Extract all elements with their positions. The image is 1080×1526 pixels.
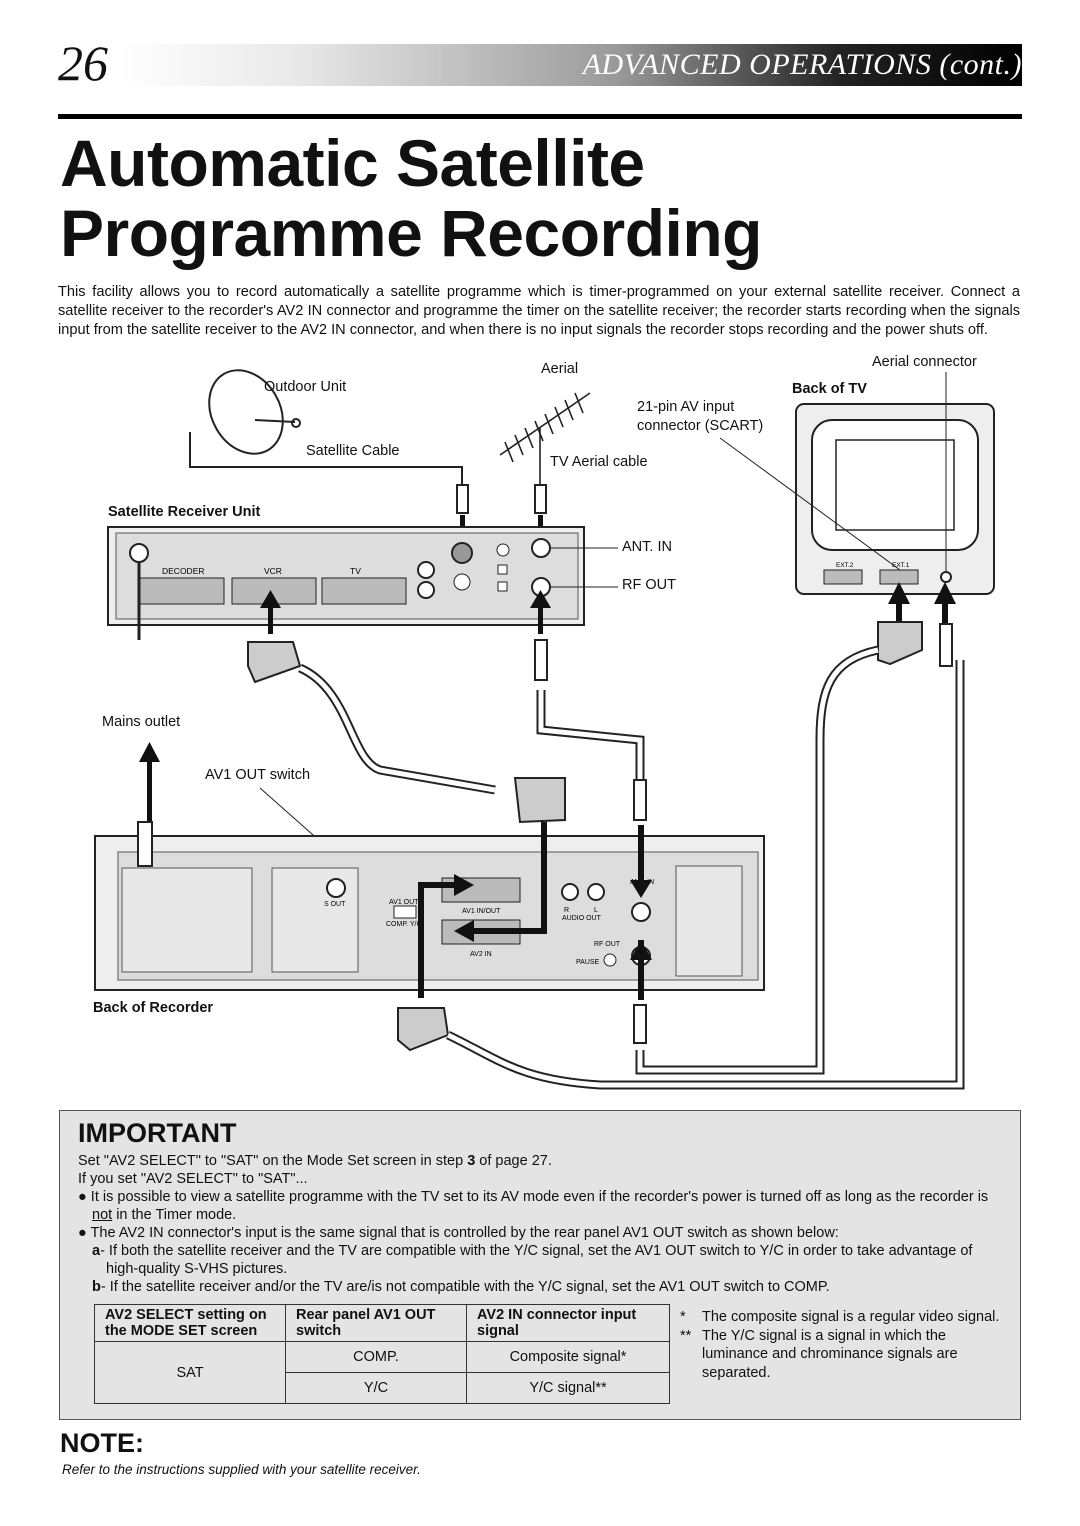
bullet1-a: It is possible to view a satellite progr… bbox=[90, 1189, 989, 1205]
important-text: Set "AV2 SELECT" to "SAT" on the Mode Se… bbox=[78, 1152, 1008, 1296]
table-cell: Y/C bbox=[285, 1372, 467, 1404]
scart-label-line1: 21-pin AV input bbox=[637, 399, 735, 415]
table-row: SAT COMP. Composite signal* bbox=[94, 1341, 670, 1404]
important-title: IMPORTANT bbox=[78, 1118, 237, 1148]
note-text: Refer to the instructions supplied with … bbox=[62, 1462, 421, 1477]
rec-audio-r-label: R bbox=[564, 907, 569, 914]
bullet1-c: in the Timer mode. bbox=[112, 1207, 237, 1223]
tv-icon bbox=[719, 372, 995, 595]
rec-pause-label: PAUSE bbox=[576, 959, 600, 966]
footnote-1-text: The composite signal is a regular video … bbox=[702, 1309, 1000, 1325]
table-cell: SAT bbox=[94, 1341, 286, 1404]
aerial-connector-label: Aerial connector bbox=[872, 354, 977, 370]
av1-out-switch-label: AV1 OUT switch bbox=[205, 767, 311, 783]
important-item-b: b- If the satellite receiver and/or the … bbox=[78, 1278, 1008, 1296]
footnote-2: ** The Y/C signal is a signal in which th… bbox=[680, 1327, 1010, 1383]
scart-label-line2: connector (SCART) bbox=[637, 418, 764, 434]
important-bullet2: ● The AV2 IN connector's input is the sa… bbox=[78, 1225, 839, 1241]
page-title-line2: Programme Recording bbox=[60, 196, 763, 270]
important-line1-a: Set "AV2 SELECT" to "SAT" on the Mode Se… bbox=[78, 1153, 468, 1169]
section-header: ADVANCED OPERATIONS (cont.) bbox=[582, 48, 1022, 81]
footnote-2-mark: ** bbox=[680, 1327, 692, 1344]
bullet2-text: The AV2 IN connector's input is the same… bbox=[90, 1225, 839, 1241]
rx-tv-label: TV bbox=[350, 566, 361, 576]
footnote-1-mark: * bbox=[680, 1309, 686, 1325]
aerial-label: Aerial bbox=[541, 361, 579, 377]
satellite-receiver-unit-label: Satellite Receiver Unit bbox=[108, 504, 261, 520]
important-line1-c: of page 27. bbox=[475, 1153, 552, 1169]
rec-av1-inout-label: AV1 IN/OUT bbox=[462, 908, 501, 915]
recorder-panel bbox=[94, 821, 765, 991]
tv-aerial-cable-label: TV Aerial cable bbox=[550, 454, 648, 470]
footnote-2-text: The Y/C signal is a signal in which the … bbox=[702, 1327, 958, 1381]
item-a-label: a bbox=[92, 1243, 101, 1259]
rec-av2-in-label: AV2 IN bbox=[470, 951, 492, 958]
rec-s-out-label: S OUT bbox=[324, 901, 346, 908]
back-of-tv-label: Back of TV bbox=[792, 381, 867, 397]
note-title: NOTE: bbox=[60, 1428, 144, 1458]
intro-paragraph: This facility allows you to record autom… bbox=[58, 284, 1020, 338]
rec-rf-out-label: RF OUT bbox=[594, 941, 621, 948]
important-line1: Set "AV2 SELECT" to "SAT" on the Mode Se… bbox=[78, 1152, 1008, 1170]
header-rule bbox=[58, 114, 1022, 119]
table-cell: Composite signal* bbox=[466, 1341, 670, 1373]
mains-outlet-label: Mains outlet bbox=[102, 714, 181, 730]
table-cell: COMP. bbox=[285, 1341, 467, 1373]
item-b-text: - If the satellite receiver and/or the T… bbox=[100, 1279, 830, 1295]
page-title-line1: Automatic Satellite bbox=[60, 126, 645, 200]
table-header-cell: AV2 SELECT setting on the MODE SET scree… bbox=[94, 1304, 286, 1342]
rec-audio-out-label: AUDIO OUT bbox=[562, 915, 602, 922]
page-title: Automatic Satellite Programme Recording bbox=[60, 126, 763, 270]
rec-audio-l-label: L bbox=[594, 907, 598, 914]
rf-out-label: RF OUT bbox=[622, 577, 676, 593]
back-of-recorder-label: Back of Recorder bbox=[93, 1000, 214, 1016]
table-footnotes: * The composite signal is a regular video… bbox=[680, 1308, 1010, 1382]
table-header-row: AV2 SELECT setting on the MODE SET scree… bbox=[94, 1304, 670, 1342]
table-header-cell: AV2 IN connector input signal bbox=[466, 1304, 670, 1342]
tv-ext2-label: EXT.2 bbox=[836, 562, 854, 569]
satellite-dish-icon bbox=[189, 369, 463, 485]
table-cell: Y/C signal** bbox=[466, 1372, 670, 1404]
ant-in-label: ANT. IN bbox=[622, 539, 672, 555]
satellite-receiver-panel bbox=[107, 526, 618, 640]
satellite-cable-label: Satellite Cable bbox=[306, 443, 400, 459]
av2-select-table: AV2 SELECT setting on the MODE SET scree… bbox=[94, 1304, 670, 1404]
rec-comp-label: COMP. Y/C bbox=[386, 921, 422, 928]
rec-av1-label: AV1 OUT bbox=[389, 899, 419, 906]
page-number: 26 bbox=[58, 35, 108, 91]
footnote-1: * The composite signal is a regular video… bbox=[680, 1308, 1010, 1327]
outdoor-unit-label: Outdoor Unit bbox=[264, 379, 347, 395]
table-header-cell: Rear panel AV1 OUT switch bbox=[285, 1304, 467, 1342]
important-bullet1: ● It is possible to view a satellite pro… bbox=[78, 1189, 989, 1223]
item-b-label: b bbox=[92, 1279, 101, 1295]
important-item-a: a- If both the satellite receiver and th… bbox=[78, 1242, 1008, 1278]
item-a-text: - If both the satellite receiver and the… bbox=[100, 1243, 973, 1277]
important-step: 3 bbox=[467, 1153, 476, 1169]
tv-ext1-label: EXT.1 bbox=[892, 562, 910, 569]
important-line2: If you set "AV2 SELECT" to "SAT"... bbox=[78, 1171, 308, 1187]
rx-vcr-label: VCR bbox=[264, 566, 282, 576]
rx-decoder-label: DECODER bbox=[162, 566, 205, 576]
table-row: Y/C Y/C signal** bbox=[95, 1372, 670, 1404]
section-header-bar bbox=[120, 44, 1022, 86]
connection-diagram: DECODER VCR TV EXT.2 EXT.1 bbox=[94, 369, 995, 1090]
aerial-icon bbox=[499, 392, 591, 485]
bullet1-not: not bbox=[92, 1207, 113, 1223]
